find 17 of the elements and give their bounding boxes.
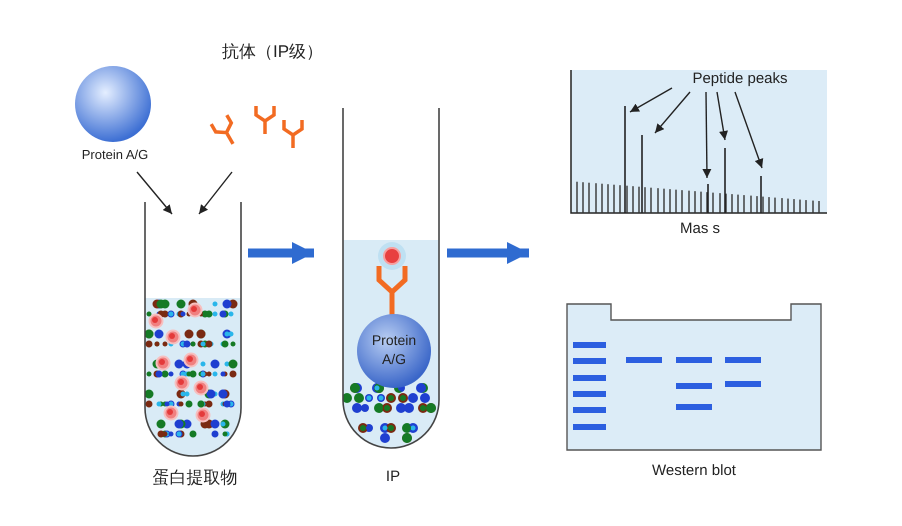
leader-line	[702, 92, 712, 178]
bead-label: Protein A/G	[370, 331, 418, 369]
process-arrow	[248, 242, 314, 264]
leader-line	[716, 92, 728, 140]
tube-label: 蛋白提取物	[152, 467, 238, 489]
arrow	[198, 172, 233, 214]
leader-line	[630, 87, 672, 113]
axis-label: Mas s	[680, 219, 720, 239]
leader-line	[734, 92, 764, 168]
leader-line	[654, 92, 691, 134]
sphere-label: Protein A/G	[80, 147, 150, 162]
gel-label: Western blot	[651, 462, 737, 479]
process-arrow	[447, 242, 529, 264]
arrow	[136, 172, 173, 214]
annotation-label: Peptide peaks	[691, 70, 789, 87]
tube-label: IP	[384, 468, 402, 485]
antibody-label: 抗体（IP级）	[220, 41, 324, 63]
